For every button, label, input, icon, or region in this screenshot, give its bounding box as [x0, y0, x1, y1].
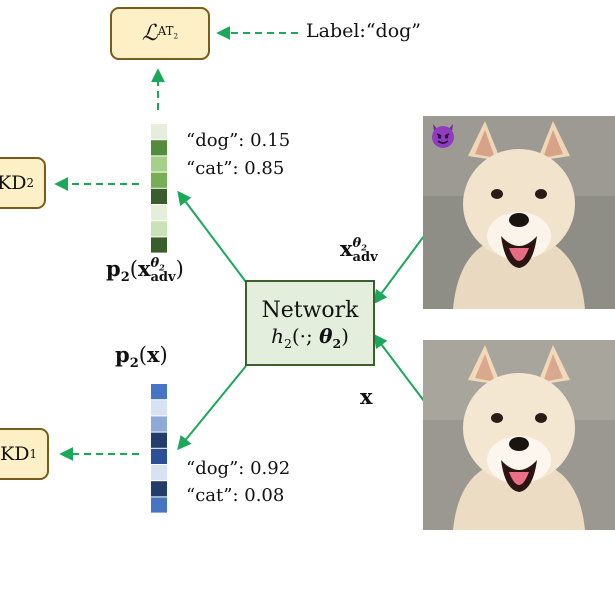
- at-loss-sub-index: 2: [173, 31, 179, 41]
- at-loss-sub: AT: [157, 23, 174, 38]
- clean-bar-cell-3: [151, 432, 167, 448]
- adv-bar-cell-2: [151, 156, 167, 172]
- clean-bar-cell-1: [151, 400, 167, 416]
- kd1-loss-text: KD: [0, 443, 30, 465]
- adv-bar-cell-0: [151, 124, 167, 140]
- adv-dog-prob: “dog”: 0.15: [186, 130, 291, 151]
- clean-bar-cell-0: [151, 384, 167, 400]
- adv-bar-cell-6: [151, 221, 167, 237]
- clean-bar-cell-5: [151, 465, 167, 481]
- clean-bar-cell-4: [151, 448, 167, 464]
- adv-bar-cell-4: [151, 188, 167, 204]
- adv-bar-cell-7: [151, 237, 167, 253]
- network-to-clean-output-arrow: [177, 365, 247, 451]
- clean-bar-cell-6: [151, 481, 167, 497]
- network-function: h2(·; θ2): [271, 324, 349, 352]
- clean-bar-cell-7: [151, 497, 167, 513]
- adv-bar-cell-5: [151, 205, 167, 221]
- clean-input-label: x: [360, 384, 373, 409]
- clean-dog-prob: “dog”: 0.92: [186, 458, 291, 479]
- network-to-adv-output-arrow: [177, 190, 247, 283]
- at-loss-symbol: ℒ: [141, 21, 158, 46]
- adv-dog-image: [423, 116, 615, 309]
- clean-dog-image: [423, 340, 615, 530]
- adv-bar-cell-1: [151, 140, 167, 156]
- clean-probability-bar: [151, 384, 167, 513]
- clean-image-to-network-arrow: [373, 333, 425, 402]
- adv-probability-bar: [151, 124, 167, 253]
- label-text: Label:“dog”: [306, 20, 422, 42]
- kd2-loss-text: KD: [0, 172, 27, 194]
- adv-cat-prob: “cat”: 0.85: [186, 158, 285, 179]
- clean-output-label: p2(x): [115, 342, 168, 372]
- clean-bar-cell-2: [151, 416, 167, 432]
- devil-emoji-icon: [432, 124, 454, 148]
- adv-bar-cell-3: [151, 172, 167, 188]
- adv-image-to-network-arrow: [373, 235, 425, 305]
- clean-cat-prob: “cat”: 0.08: [186, 485, 285, 506]
- network-title: Network: [261, 297, 359, 323]
- network-box: Network h2(·; θ2): [245, 280, 375, 366]
